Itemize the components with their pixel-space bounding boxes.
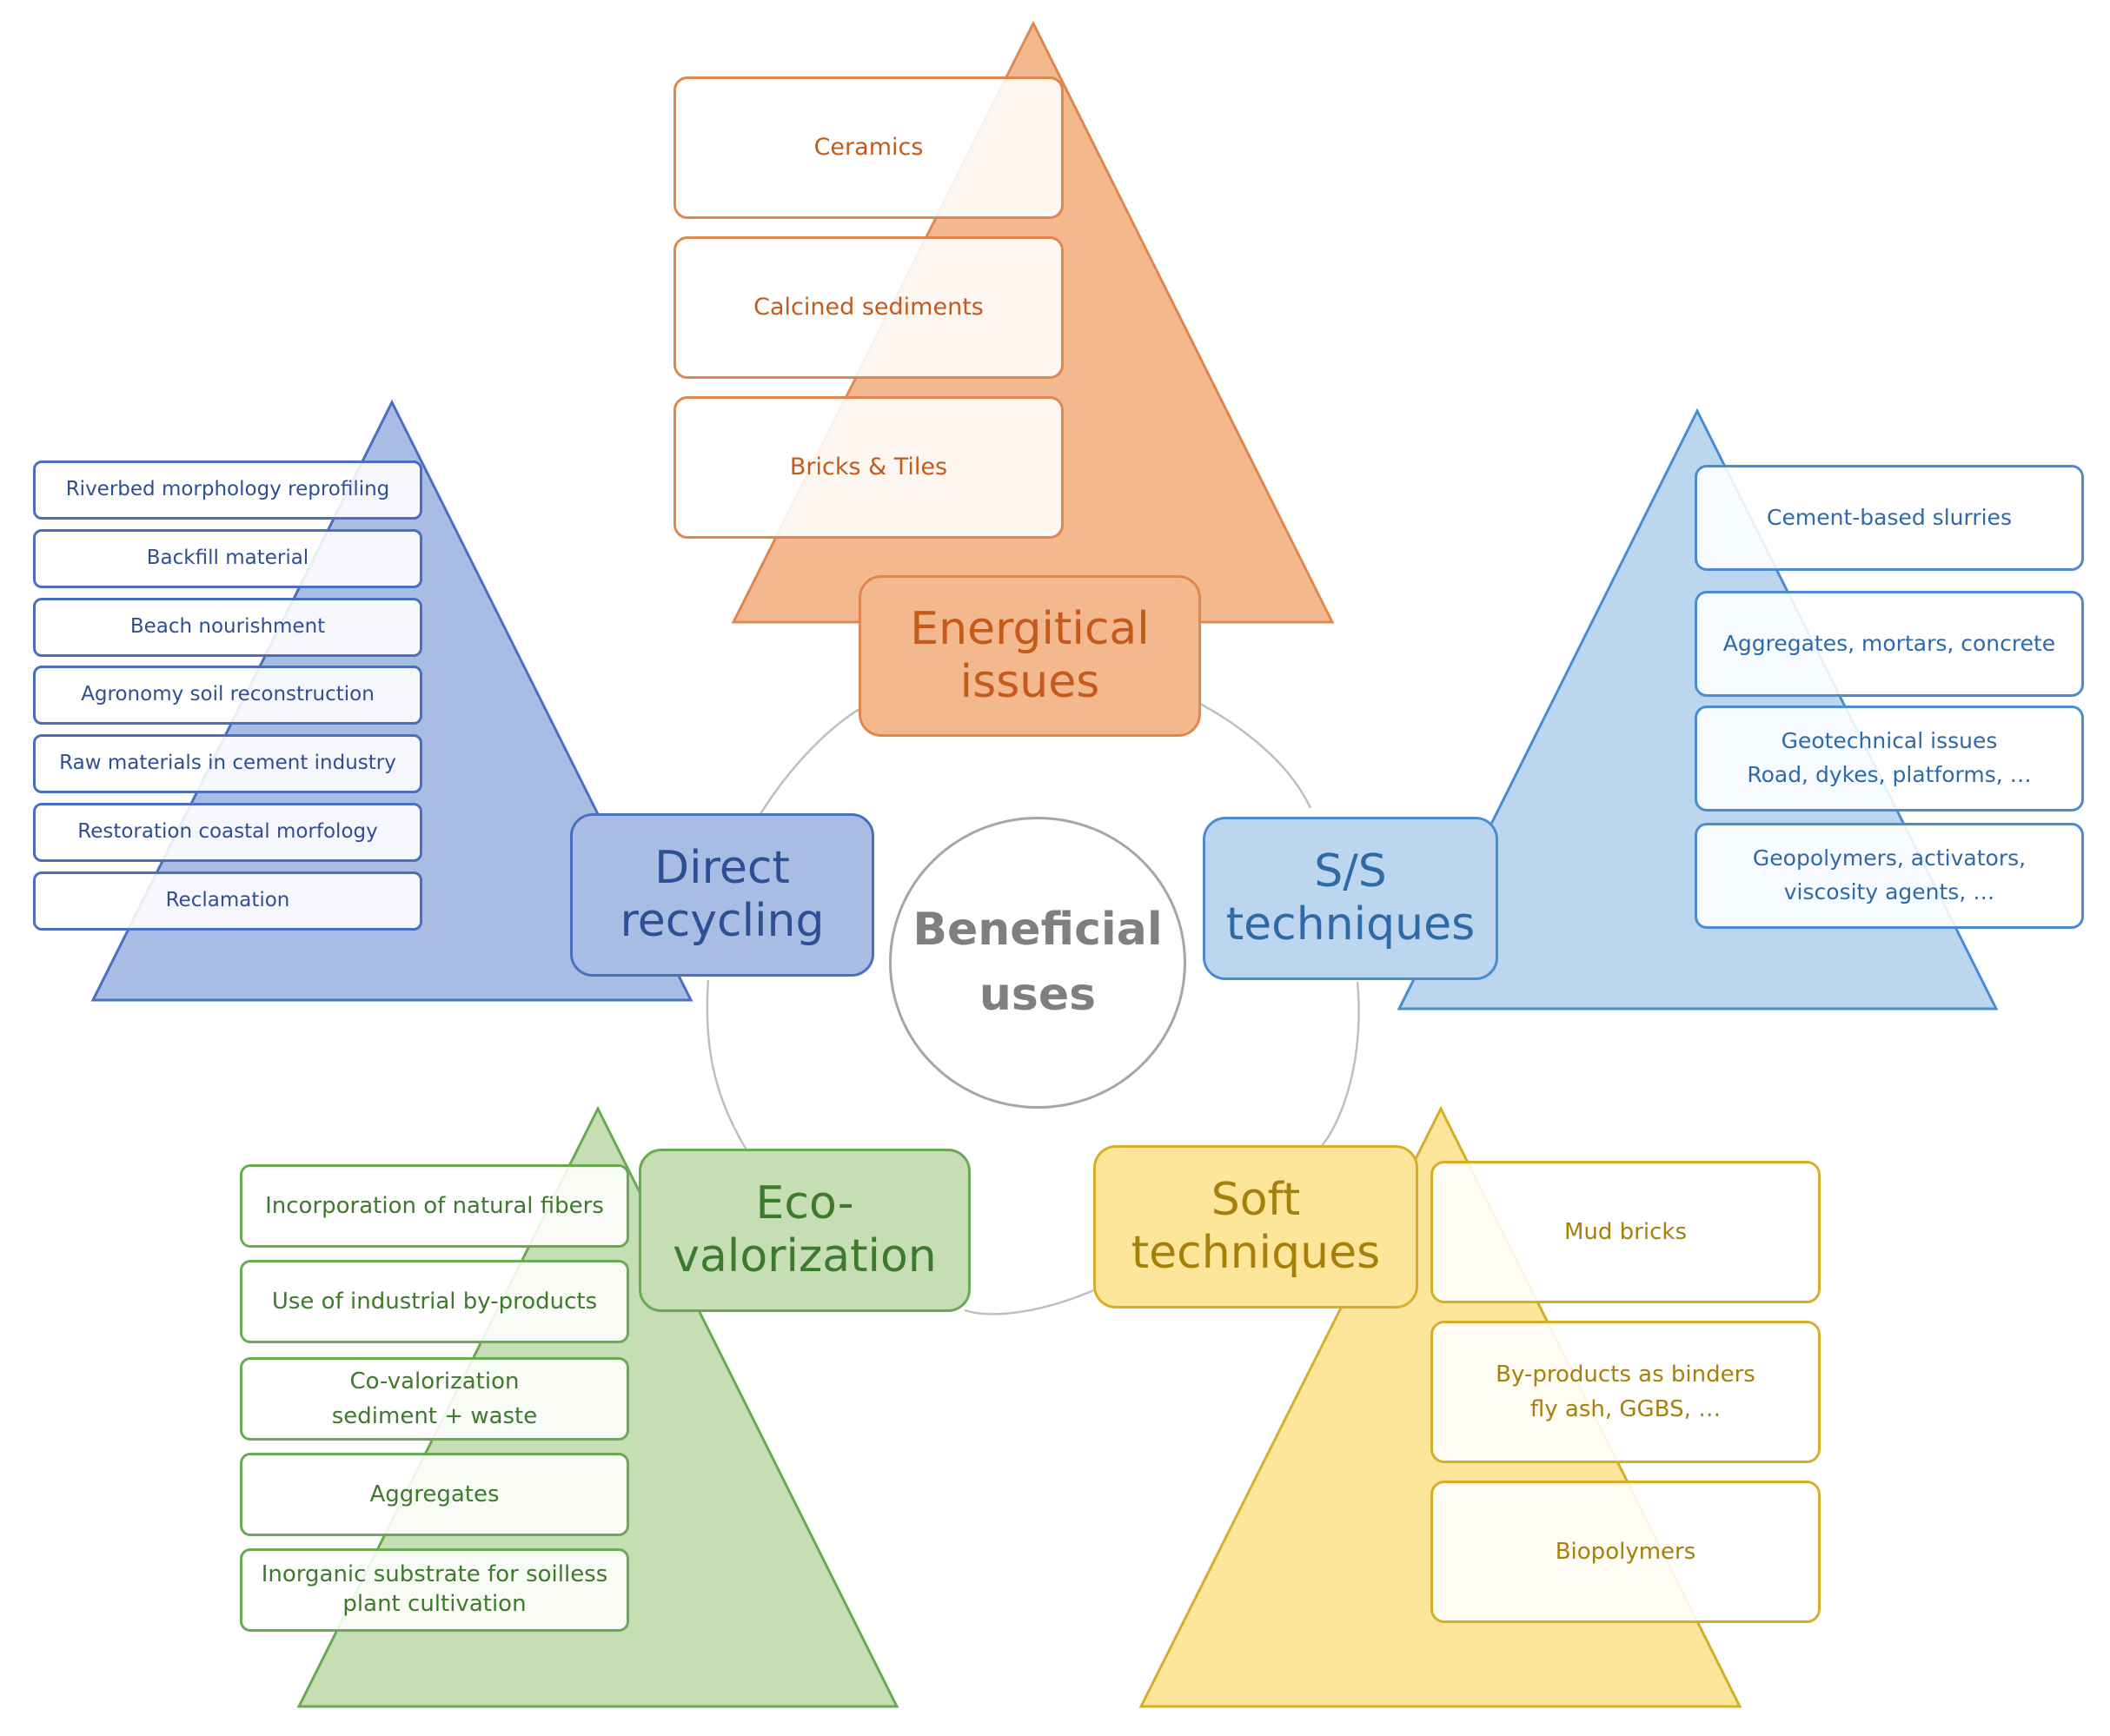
direct-recycling-category-label: Direct recycling [570,813,874,977]
direct-item-beach: Beach nourishment [33,598,422,657]
energetic-category-label: Energitical issues [859,575,1201,737]
eco-item-natural-fibers: Incorporation of natural fibers [240,1164,629,1248]
connector-direct-energetic [757,702,870,818]
ss-techniques-category-label: S/S techniques [1203,817,1498,980]
ss-item-aggregates-mortars: Aggregates, mortars, concrete [1695,591,2084,697]
direct-item-reclamation: Reclamation [33,871,422,931]
direct-item-backfill: Backfill material [33,529,422,588]
beneficial-uses-hub: Beneficial uses [889,817,1186,1109]
soft-techniques-category-label: Soft techniques [1093,1145,1418,1309]
soft-item-mud-bricks: Mud bricks [1430,1161,1821,1303]
energetic-item-bricks-tiles: Bricks & Tiles [673,396,1064,539]
ss-item-geopolymers: Geopolymers, activators, viscosity agent… [1695,823,2084,929]
ss-item-cement-slurries: Cement-based slurries [1695,465,2084,571]
eco-item-co-valorization: Co-valorization sediment + waste [240,1357,629,1441]
eco-item-aggregates: Aggregates [240,1453,629,1536]
connector-eco-direct [706,979,749,1152]
eco-valorization-category-label: Eco- valorization [639,1149,971,1312]
direct-item-riverbed: Riverbed morphology reprofiling [33,461,422,520]
connector-soft-eco [964,1284,1105,1315]
direct-item-raw-materials: Raw materials in cement industry [33,734,422,793]
connector-ss-soft [1320,981,1360,1148]
direct-item-agronomy: Agronomy soil reconstruction [33,666,422,725]
soft-item-byproducts-binders: By-products as binders fly ash, GGBS, … [1430,1321,1821,1463]
eco-item-inorganic-substrate: Inorganic substrate for soilless plant c… [240,1548,629,1632]
eco-item-industrial-byproducts: Use of industrial by-products [240,1260,629,1343]
direct-item-restoration: Restoration coastal morfology [33,803,422,862]
energetic-item-ceramics: Ceramics [673,76,1064,219]
energetic-item-calcined-sediments: Calcined sediments [673,236,1064,379]
soft-item-biopolymers: Biopolymers [1430,1481,1821,1623]
ss-item-geotechnical: Geotechnical issues Road, dykes, platfor… [1695,706,2084,812]
